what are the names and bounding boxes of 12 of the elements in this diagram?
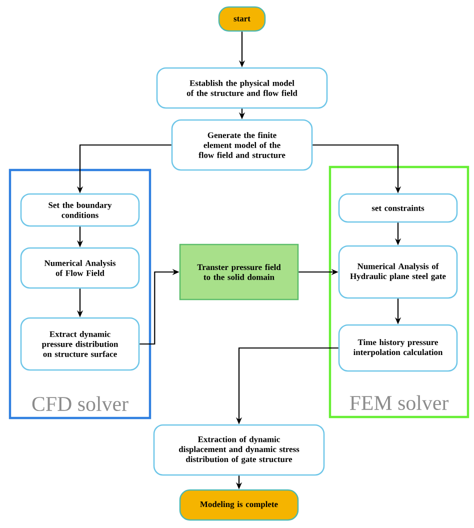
process-box: Extract dynamic pressure distribution on structure surface	[20, 317, 140, 371]
process-box: Time history pressure interpolation calculation	[338, 324, 458, 372]
process-box: Set the boundary conditions	[20, 193, 140, 227]
process-box: set constraints	[338, 193, 458, 223]
process-box: Transter pressure field to the solid domain	[179, 244, 299, 300]
process-box: Establish the physical model of the structure and flow field	[156, 67, 328, 109]
process-box: Extraction of dynamic displacement and dynamic stress distribution of gate structure	[153, 424, 325, 476]
process-box: Generate the finite element model of the flow field and structure	[171, 119, 313, 171]
terminal-box: start	[218, 6, 266, 32]
process-box: Numerical Analysis of Hydraulic plane steel gate	[338, 245, 458, 299]
terminal-box: Modeling is complete	[179, 489, 299, 521]
process-box: Numerical Analysis of Flow Field	[20, 247, 140, 289]
